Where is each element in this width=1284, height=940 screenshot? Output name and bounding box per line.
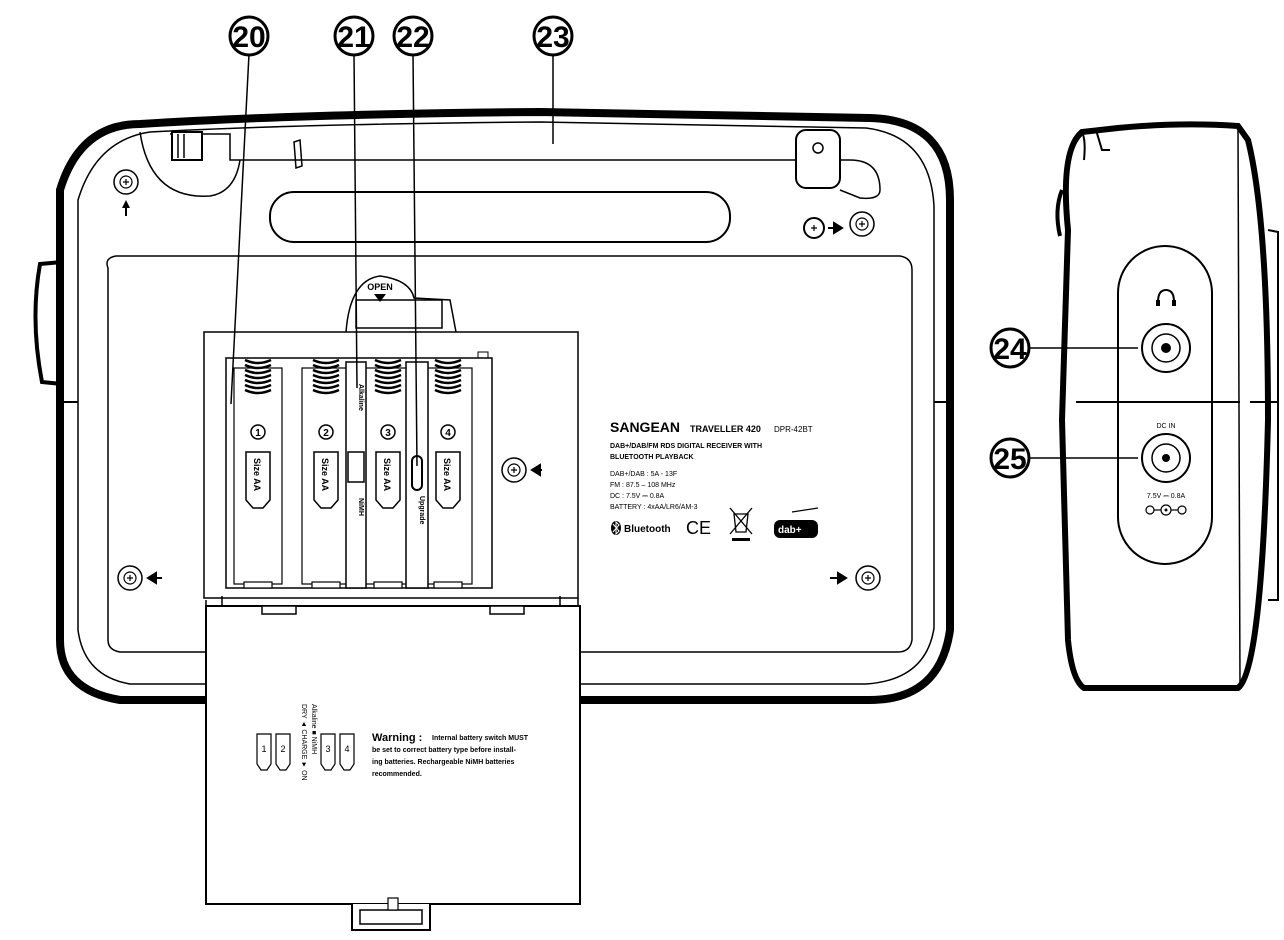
door-switch-text-a: Alkaline ■ NiMH — [310, 704, 317, 754]
battery-size-label: Size AA — [382, 458, 392, 492]
door-slot-icon — [320, 733, 336, 771]
callout-23: 23 — [532, 15, 574, 57]
open-label: OPEN — [367, 282, 393, 292]
model-code: DPR-42BT — [774, 425, 813, 434]
back-panel-recess — [106, 255, 913, 653]
callout-21: 21 — [333, 15, 375, 57]
brand: SANGEAN — [610, 419, 680, 435]
dab-logo: dab+ — [774, 507, 819, 538]
door-slot-icon — [339, 733, 355, 771]
warning-title: Warning : — [372, 732, 422, 744]
desc-line-1: DAB+/DAB/FM RDS DIGITAL RECEIVER WITH — [610, 443, 762, 450]
headphone-icon — [1156, 288, 1176, 306]
battery-compartment — [203, 331, 579, 599]
switch-label-alkaline: Alkaline — [357, 384, 364, 411]
callout-25: 25 — [989, 437, 1031, 479]
carry-handle-slot — [269, 191, 731, 243]
side-jack-panel — [1117, 245, 1213, 565]
screw-top-left — [113, 169, 139, 216]
open-latch: OPEN — [345, 275, 457, 333]
door-slot-number: 4 — [344, 744, 349, 754]
door-label: 1 2 3 4 Alkaline ■ NiMH DRY ◄ CHARGE ► ON W… — [256, 704, 529, 781]
radio-body-outline — [56, 107, 954, 704]
dc-in-label: DC IN — [1156, 423, 1175, 430]
battery-type-switch: Alkaline NiMH — [345, 361, 367, 589]
battery-spring — [244, 358, 272, 395]
model-name: TRAVELLER 420 — [690, 424, 761, 434]
dab-logo-text: dab+ — [778, 525, 802, 536]
spec-4: BATTERY : 4xAA/LR6/AM-3 — [610, 504, 698, 511]
battery-spring — [374, 358, 402, 395]
battery-size-label: Size AA — [442, 458, 452, 492]
bluetooth-icon — [611, 520, 621, 536]
warning-line-3: ing batteries. Rechargeable NiMH batteri… — [372, 759, 514, 766]
warning-line-2: be set to correct battery type before in… — [372, 747, 517, 754]
battery-size-label: Size AA — [252, 458, 262, 492]
warning-line-1: Internal battery switch MUST — [432, 735, 529, 742]
upgrade-label: Upgrade — [418, 496, 425, 525]
dc-rating: 7.5V ⎓ 0.8A — [1147, 493, 1186, 500]
battery-slot-number: 4 — [445, 428, 451, 439]
door-slot-icon — [275, 733, 291, 771]
spec-1: DAB+/DAB : 5A - 13F — [610, 471, 677, 478]
warning-line-4: recommended. — [372, 771, 422, 778]
battery-slot-number: 2 — [323, 428, 329, 439]
battery-slot-number: 3 — [385, 428, 391, 439]
battery-size-label: Size AA — [320, 458, 330, 492]
door-slot-number: 3 — [325, 744, 330, 754]
screw-bottom-right — [830, 565, 881, 591]
door-slot-number: 2 — [280, 744, 285, 754]
battery-spring — [434, 358, 462, 395]
bluetooth-text: Bluetooth — [624, 524, 671, 535]
svg-text:22: 22 — [396, 21, 429, 54]
side-view: DC IN 7.5V ⎓ 0.8A — [1055, 121, 1279, 691]
weee-bin-icon — [729, 507, 753, 541]
leader-lines — [230, 53, 1138, 467]
screw-bottom-left — [117, 565, 162, 591]
callout-22: 22 — [392, 15, 434, 57]
headphone-jack — [1141, 323, 1191, 373]
rating-label: SANGEAN TRAVELLER 420 DPR-42BT DAB+/DAB/… — [610, 419, 819, 541]
battery-spring — [312, 358, 340, 395]
svg-text:23: 23 — [536, 21, 569, 54]
screw-compartment — [501, 457, 542, 483]
door-switch-text-b: DRY ◄ CHARGE ► ON — [300, 704, 307, 781]
callout-24: 24 — [989, 327, 1031, 369]
ce-mark: CE — [686, 518, 711, 538]
svg-text:20: 20 — [232, 21, 265, 54]
door-slot-icon — [256, 733, 272, 771]
svg-text:24: 24 — [993, 333, 1027, 366]
battery-slot-number: 1 — [255, 428, 261, 439]
svg-text:21: 21 — [337, 21, 370, 54]
door-slot-number: 1 — [261, 744, 266, 754]
tuning-knob — [33, 260, 63, 386]
screw-top-right — [803, 211, 875, 239]
telescopic-antenna — [139, 129, 881, 200]
spec-3: DC : 7.5V ⎓ 0.8A — [610, 493, 665, 500]
switch-label-nimh: NiMH — [357, 498, 364, 516]
upgrade-port: Upgrade — [405, 361, 429, 589]
radio-body-inner — [77, 121, 935, 685]
polarity-icon — [1145, 504, 1187, 516]
desc-line-2: BLUETOOTH PLAYBACK — [610, 454, 694, 461]
callout-20: 20 — [228, 15, 270, 57]
dc-in-jack — [1141, 433, 1191, 483]
spec-2: FM : 87.5 – 108 MHz — [610, 482, 676, 489]
svg-text:25: 25 — [993, 443, 1026, 476]
